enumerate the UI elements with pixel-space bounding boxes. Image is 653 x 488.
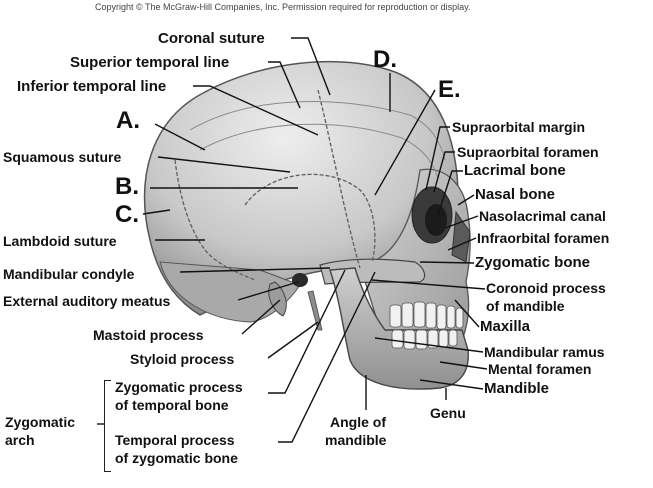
squamous-suture-line [244, 173, 376, 263]
label-letter-a: A. [116, 107, 140, 134]
label-temporal-process-line1: Temporal process [115, 432, 235, 448]
label-superior-temporal-line: Superior temporal line [70, 54, 230, 71]
label-letter-c: C. [115, 201, 139, 228]
label-lambdoid-suture: Lambdoid suture [3, 233, 117, 249]
lambdoid-suture-line [174, 159, 256, 281]
label-coronoid-line1: Coronoid process [486, 280, 606, 296]
label-mastoid-process: Mastoid process [93, 327, 204, 343]
label-letter-d: D. [373, 46, 397, 73]
label-zygomatic-process-line2: of temporal bone [115, 397, 229, 413]
label-angle-line1: Angle of [330, 414, 386, 430]
label-mandible: Mandible [484, 380, 550, 397]
label-squamous-suture: Squamous suture [3, 149, 122, 165]
label-supraorbital-foramen: Supraorbital foramen [457, 144, 599, 160]
label-nasolacrimal-canal: Nasolacrimal canal [479, 208, 606, 224]
label-mandibular-condyle: Mandibular condyle [3, 266, 135, 282]
label-styloid-process: Styloid process [130, 351, 235, 367]
label-temporal-process-line2: of zygomatic bone [115, 450, 238, 466]
label-coronal-suture: Coronal suture [158, 30, 265, 47]
label-mental-foramen: Mental foramen [488, 361, 592, 377]
label-maxilla: Maxilla [480, 318, 531, 335]
label-letter-e: E. [438, 76, 461, 103]
teeth [389, 301, 464, 350]
copyright-notice: Copyright © The McGraw-Hill Companies, I… [95, 2, 471, 12]
label-genu: Genu [430, 405, 466, 421]
label-external-auditory-meatus: External auditory meatus [3, 293, 171, 309]
ear-canal [292, 273, 308, 287]
label-infraorbital-foramen: Infraorbital foramen [477, 230, 610, 246]
label-angle-line2: mandible [325, 432, 387, 448]
label-zygomatic-arch-line1: Zygomatic [5, 414, 76, 430]
mandible-shape [329, 267, 469, 390]
label-zygomatic-bone: Zygomatic bone [475, 254, 591, 271]
styloid [307, 290, 323, 331]
label-coronoid-line2: of mandible [486, 298, 565, 314]
label-inferior-temporal-line: Inferior temporal line [17, 78, 167, 95]
label-letter-b: B. [115, 173, 139, 200]
coronal-suture-line [317, 89, 361, 269]
label-zygomatic-arch-line2: arch [5, 432, 35, 448]
label-supraorbital-margin: Supraorbital margin [452, 119, 586, 135]
label-mandibular-ramus: Mandibular ramus [484, 344, 605, 360]
occipital-base [159, 261, 301, 323]
zygomatic-arch-bracket [104, 380, 111, 472]
label-lacrimal-bone: Lacrimal bone [464, 162, 566, 179]
leader-lines [97, 37, 488, 443]
label-nasal-bone: Nasal bone [475, 186, 556, 203]
label-zygomatic-process-line1: Zygomatic process [115, 379, 243, 395]
